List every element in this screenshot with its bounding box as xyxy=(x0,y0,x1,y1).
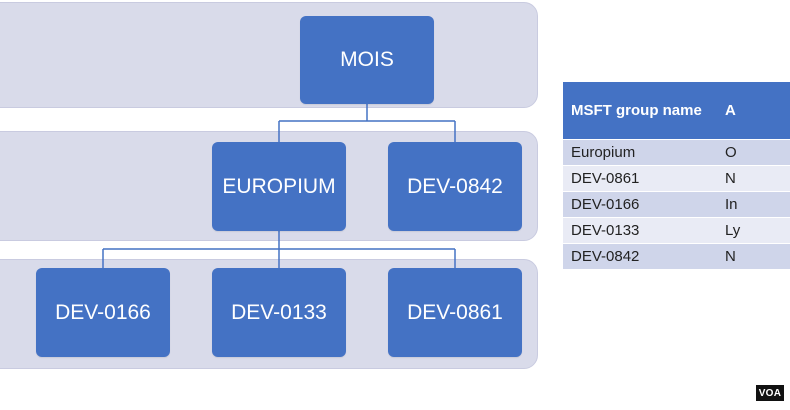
table-cell-group: DEV-0133 xyxy=(563,217,717,244)
node-dev-0166: DEV-0166 xyxy=(36,268,170,357)
table-row: DEV-0166 In xyxy=(563,191,790,218)
table-header-group-name: MSFT group name xyxy=(563,82,717,140)
table-cell-group: DEV-0842 xyxy=(563,243,717,269)
node-dev-0133: DEV-0133 xyxy=(212,268,346,357)
table-header-second: A xyxy=(717,82,790,140)
table-cell-group: DEV-0166 xyxy=(563,191,717,218)
table-header-row: MSFT group name A xyxy=(563,82,790,140)
table-row: DEV-0133 Ly xyxy=(563,217,790,244)
table-cell-second: N xyxy=(717,243,790,269)
table-cell-second: Ly xyxy=(717,217,790,244)
node-europium: EUROPIUM xyxy=(212,142,346,231)
table-row: DEV-0861 N xyxy=(563,165,790,192)
node-mois: MOIS xyxy=(300,16,434,104)
voa-watermark: VOA xyxy=(756,385,784,401)
table-cell-second: O xyxy=(717,139,790,166)
hierarchy-band-top: g xyxy=(0,2,538,108)
table-cell-group: DEV-0861 xyxy=(563,165,717,192)
table-cell-second: In xyxy=(717,191,790,218)
table-row: DEV-0842 N xyxy=(563,243,790,269)
node-dev-0861: DEV-0861 xyxy=(388,268,522,357)
table-cell-group: Europium xyxy=(563,139,717,166)
table-row: Europium O xyxy=(563,139,790,166)
table-cell-second: N xyxy=(717,165,790,192)
group-name-table: MSFT group name A Europium O DEV-0861 N … xyxy=(563,82,790,269)
node-dev-0842: DEV-0842 xyxy=(388,142,522,231)
